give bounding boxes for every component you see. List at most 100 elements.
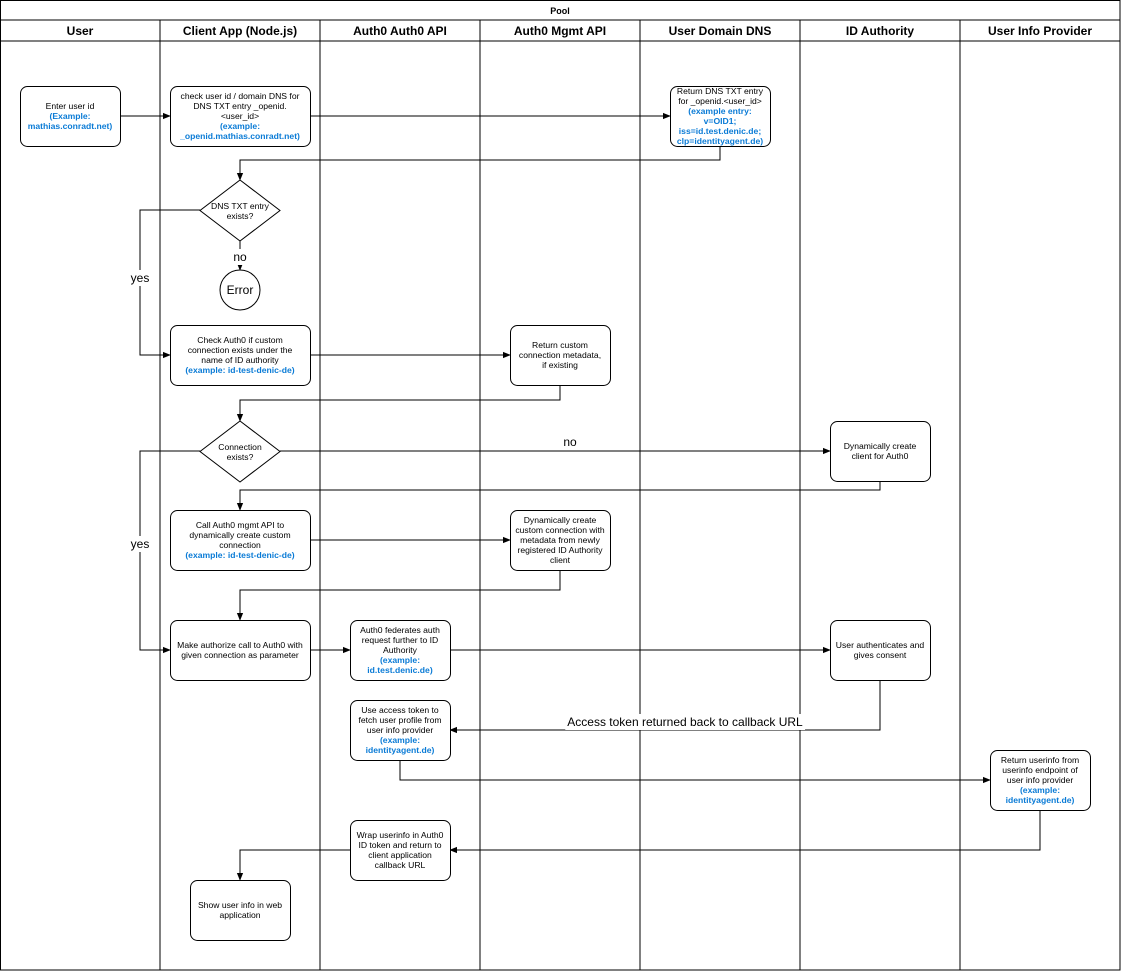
process-box [170, 510, 311, 571]
node-line: Check Auth0 if custom [197, 335, 283, 345]
edge-label-e4: no [233, 250, 247, 264]
edge-label-bg [128, 536, 152, 552]
node-line: check user id / domain DNS for [180, 91, 300, 101]
example-text: (example: [379, 655, 421, 665]
node-line: <user_id> [220, 111, 260, 121]
example-text: (example: [219, 121, 261, 131]
node-text-frame: Enter user id(Example:mathias.conradt.ne… [20, 86, 120, 146]
node-line: gives consent [853, 650, 907, 660]
process-box [830, 421, 931, 482]
decision-diamond [199, 179, 281, 242]
process-box [170, 620, 311, 681]
node-enter_user: Enter user id(Example:mathias.conradt.ne… [20, 86, 121, 147]
node-line: Call Auth0 mgmt API to [195, 520, 285, 530]
node-line: if existing [542, 360, 578, 370]
edge-label-e9: yes [131, 537, 150, 551]
lane-client: Client App (Node.js) [159, 20, 320, 970]
node-line: User authenticates and [835, 640, 925, 650]
node-line: Wrap userinfo in Auth0 [356, 830, 444, 840]
example-text: identityagent.de) [1005, 795, 1075, 805]
example-text: identityagent.de) [365, 745, 435, 755]
node-line: Dynamically create [523, 515, 597, 525]
node-line: dynamically create custom [189, 530, 291, 540]
process-box [190, 880, 291, 941]
edge-return_userinfo-to-wrap [449, 810, 1041, 854]
lane-title-client: Client App (Node.js) [183, 24, 297, 38]
decision-diamond [199, 420, 281, 483]
edge-create_conn-to-authorize [236, 570, 561, 621]
example-text: iss=id.test.denic.de; [678, 126, 762, 136]
node-line: fetch user profile from [358, 715, 442, 725]
node-line: connection [219, 540, 261, 550]
node-line: Make authorize call to Auth0 with [177, 640, 303, 650]
node-line: Enter user id [45, 101, 95, 111]
node-line: Return DNS TXT entry [676, 86, 764, 96]
process-box [830, 620, 931, 681]
example-text: (example: id-test-denic-de) [185, 550, 295, 560]
node-line: Auth0 federates auth [360, 625, 440, 635]
example-text: _openid.mathias.conradt.net) [180, 131, 300, 141]
process-box [170, 86, 311, 147]
node-line: metadata from newly [520, 535, 600, 545]
lane-title-mgmt: Auth0 Mgmt API [514, 24, 606, 38]
node-text: Enter user id(Example:mathias.conradt.ne… [20, 86, 120, 146]
node-line: ID token and return to [358, 840, 442, 850]
lane-user: User [0, 24, 160, 42]
node-line: Authority [383, 645, 417, 655]
edge-wrap-to-show [236, 849, 350, 881]
node-error: Error [219, 269, 261, 311]
pool-title: Pool [550, 6, 570, 16]
node-line: Connection [218, 441, 262, 452]
node-line: registered ID Authority [517, 545, 603, 555]
edge-label-bg [561, 434, 579, 450]
process-box [350, 700, 451, 761]
lane-title-provider: User Info Provider [988, 24, 1092, 38]
edge-return_meta-to-conn_exists [236, 385, 561, 422]
edge-label-bg [565, 714, 806, 730]
node-line: user info provider [1006, 775, 1074, 785]
lane-idauth: ID Authority [799, 20, 960, 970]
node-line: DNS TXT entry [211, 200, 269, 211]
process-box [350, 620, 451, 681]
edge-label-e15: Access token returned back to callback U… [567, 715, 803, 729]
node-line: userinfo endpoint of [1002, 765, 1078, 775]
node-line: connection exists under the [187, 345, 293, 355]
example-text: id.test.denic.de) [367, 665, 433, 675]
process-box [20, 86, 121, 147]
node-line: connection metadata, [518, 350, 602, 360]
lane-title-user: User [67, 24, 94, 38]
example-text: v=OID1; [703, 116, 737, 126]
node-line: request further to ID [361, 635, 439, 645]
node-line: Show user info in web [197, 900, 283, 910]
lane-title-auth0api: Auth0 Auth0 API [353, 24, 447, 38]
